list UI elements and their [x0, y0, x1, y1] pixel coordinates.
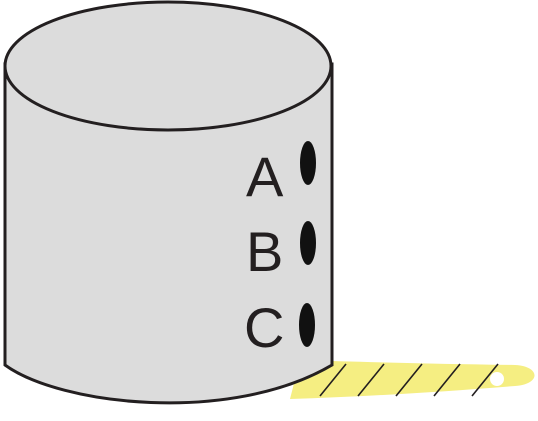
cylinder-body: [3, 62, 334, 405]
measuring-tape: [290, 360, 535, 399]
tape-strip: [290, 360, 535, 399]
hole-label-a: A: [246, 145, 284, 208]
tape-tick: [395, 363, 423, 397]
cylinder: [3, 0, 334, 405]
holes: [299, 141, 316, 347]
tape-end-hole: [490, 372, 504, 386]
hole-labels: A B C: [244, 145, 284, 359]
tape-tick: [357, 363, 385, 397]
tape-ticks: [319, 363, 499, 397]
hole-a: [300, 141, 316, 185]
hole-c: [299, 303, 315, 347]
tape-tick: [433, 363, 461, 397]
tape-tick: [471, 363, 499, 397]
hole-b: [300, 221, 316, 265]
cylinder-top: [3, 0, 333, 132]
tape-tick: [319, 363, 347, 397]
hole-label-b: B: [246, 220, 283, 283]
hole-label-c: C: [244, 296, 284, 359]
